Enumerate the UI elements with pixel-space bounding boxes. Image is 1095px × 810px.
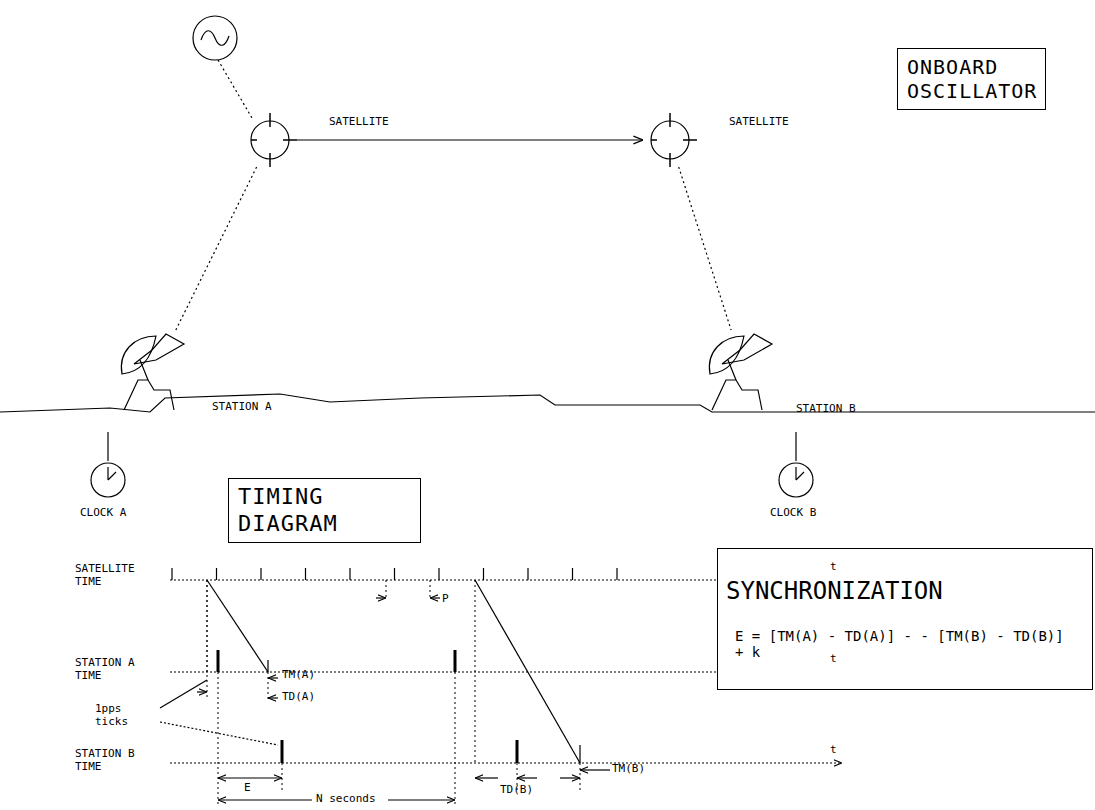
sine-wave <box>201 31 229 46</box>
leader-line <box>160 722 278 745</box>
dim-arrow <box>268 677 278 678</box>
dimension-label: N seconds <box>316 792 376 805</box>
oscillator-link <box>218 60 252 118</box>
title-box: ONBOARD OSCILLATOR <box>897 48 1046 110</box>
arrival-tick <box>579 745 580 763</box>
formula: E = [TM(A) - TD(A)] - - [TM(B) - TD(B)] … <box>735 628 1075 662</box>
dimension-label: TM(B) <box>612 762 645 775</box>
pps-tick <box>516 740 519 763</box>
tick <box>260 568 261 580</box>
note-label: 1pps ticks <box>95 702 155 728</box>
ground-line <box>0 394 1095 412</box>
dim-arrow <box>218 777 282 778</box>
guide <box>207 580 208 700</box>
satellite: SATELLITE <box>643 113 697 167</box>
clock-post <box>107 432 108 461</box>
ground-station: STATION A <box>112 330 200 410</box>
pps-tick <box>281 740 284 763</box>
axis-label: STATION A TIME <box>75 656 155 682</box>
dim-arrow <box>560 777 580 778</box>
tick <box>171 568 172 580</box>
dimension-label: TD(A) <box>282 690 315 703</box>
satellite-label: SATELLITE <box>329 115 389 128</box>
tick <box>616 568 617 580</box>
clock-b-symbol <box>779 463 813 497</box>
dim-arrow <box>475 777 498 778</box>
oscillator-symbol <box>193 16 237 60</box>
box-title: TIMING DIAGRAM <box>238 484 411 537</box>
dim-arrow <box>580 769 610 770</box>
satellite-symbol <box>243 113 297 167</box>
tick <box>216 568 217 580</box>
axis-label: SATELLITE TIME <box>75 562 155 588</box>
orbit-arrow <box>297 139 643 140</box>
tick <box>438 568 439 580</box>
station-b-axis <box>170 762 842 763</box>
box-title: SYNCHRONIZATION <box>726 577 943 606</box>
tick <box>305 568 306 580</box>
signal-path <box>207 580 268 672</box>
signal-path <box>475 580 580 763</box>
guide <box>218 672 219 806</box>
radio-link <box>679 167 731 330</box>
station-label: STATION B <box>796 402 856 415</box>
satellite-ticks <box>172 568 617 580</box>
satellite-label: SATELLITE <box>729 115 789 128</box>
dim-arrow <box>517 777 537 778</box>
dim-arrow <box>268 697 278 698</box>
guide <box>430 580 431 600</box>
satellite: SATELLITE <box>243 113 297 167</box>
clock-label: CLOCK B <box>770 506 816 519</box>
dimension-label: TD(B) <box>500 783 533 796</box>
station-label: STATION A <box>212 400 272 413</box>
arrival-tick <box>267 660 268 672</box>
ground-station: STATION B <box>700 330 788 410</box>
guide <box>455 672 456 806</box>
formula-box: SYNCHRONIZATION E = [TM(A) - TD(A)] - - [… <box>717 548 1093 690</box>
guide <box>386 580 387 600</box>
tick <box>527 568 528 580</box>
clock-post <box>795 432 796 461</box>
dim-arrow <box>218 799 312 800</box>
clock-a-symbol <box>91 463 125 497</box>
clock-hands <box>108 467 116 480</box>
axis-end: t <box>830 652 837 665</box>
guide <box>282 763 283 790</box>
dim-arrow <box>388 799 455 800</box>
axis-label: STATION B TIME <box>75 747 155 773</box>
antenna-symbol <box>700 330 788 410</box>
axis-end: t <box>830 743 837 756</box>
antenna-symbol <box>112 330 200 410</box>
tick <box>572 568 573 580</box>
dim-arrow <box>376 597 386 598</box>
radio-link <box>176 167 257 330</box>
satellite-symbol <box>643 113 697 167</box>
guide <box>475 580 476 763</box>
clock-hands <box>796 467 804 480</box>
tick <box>483 568 484 580</box>
pps-tick <box>454 650 457 672</box>
dimension-label: P <box>442 592 449 605</box>
box-title: ONBOARD OSCILLATOR <box>907 55 1036 103</box>
dimension-label: E <box>244 781 251 794</box>
title-box: TIMING DIAGRAM <box>228 478 421 543</box>
dimension-label: TM(A) <box>282 668 315 681</box>
axis-end: t <box>830 560 837 573</box>
pps-tick <box>217 650 220 672</box>
dim-arrow <box>430 597 440 598</box>
dim-arrow <box>197 691 207 692</box>
guide <box>580 763 581 790</box>
clock-label: CLOCK A <box>80 506 126 519</box>
tick <box>349 568 350 580</box>
leader-line <box>160 680 207 708</box>
guide <box>268 672 269 700</box>
tick <box>394 568 395 580</box>
